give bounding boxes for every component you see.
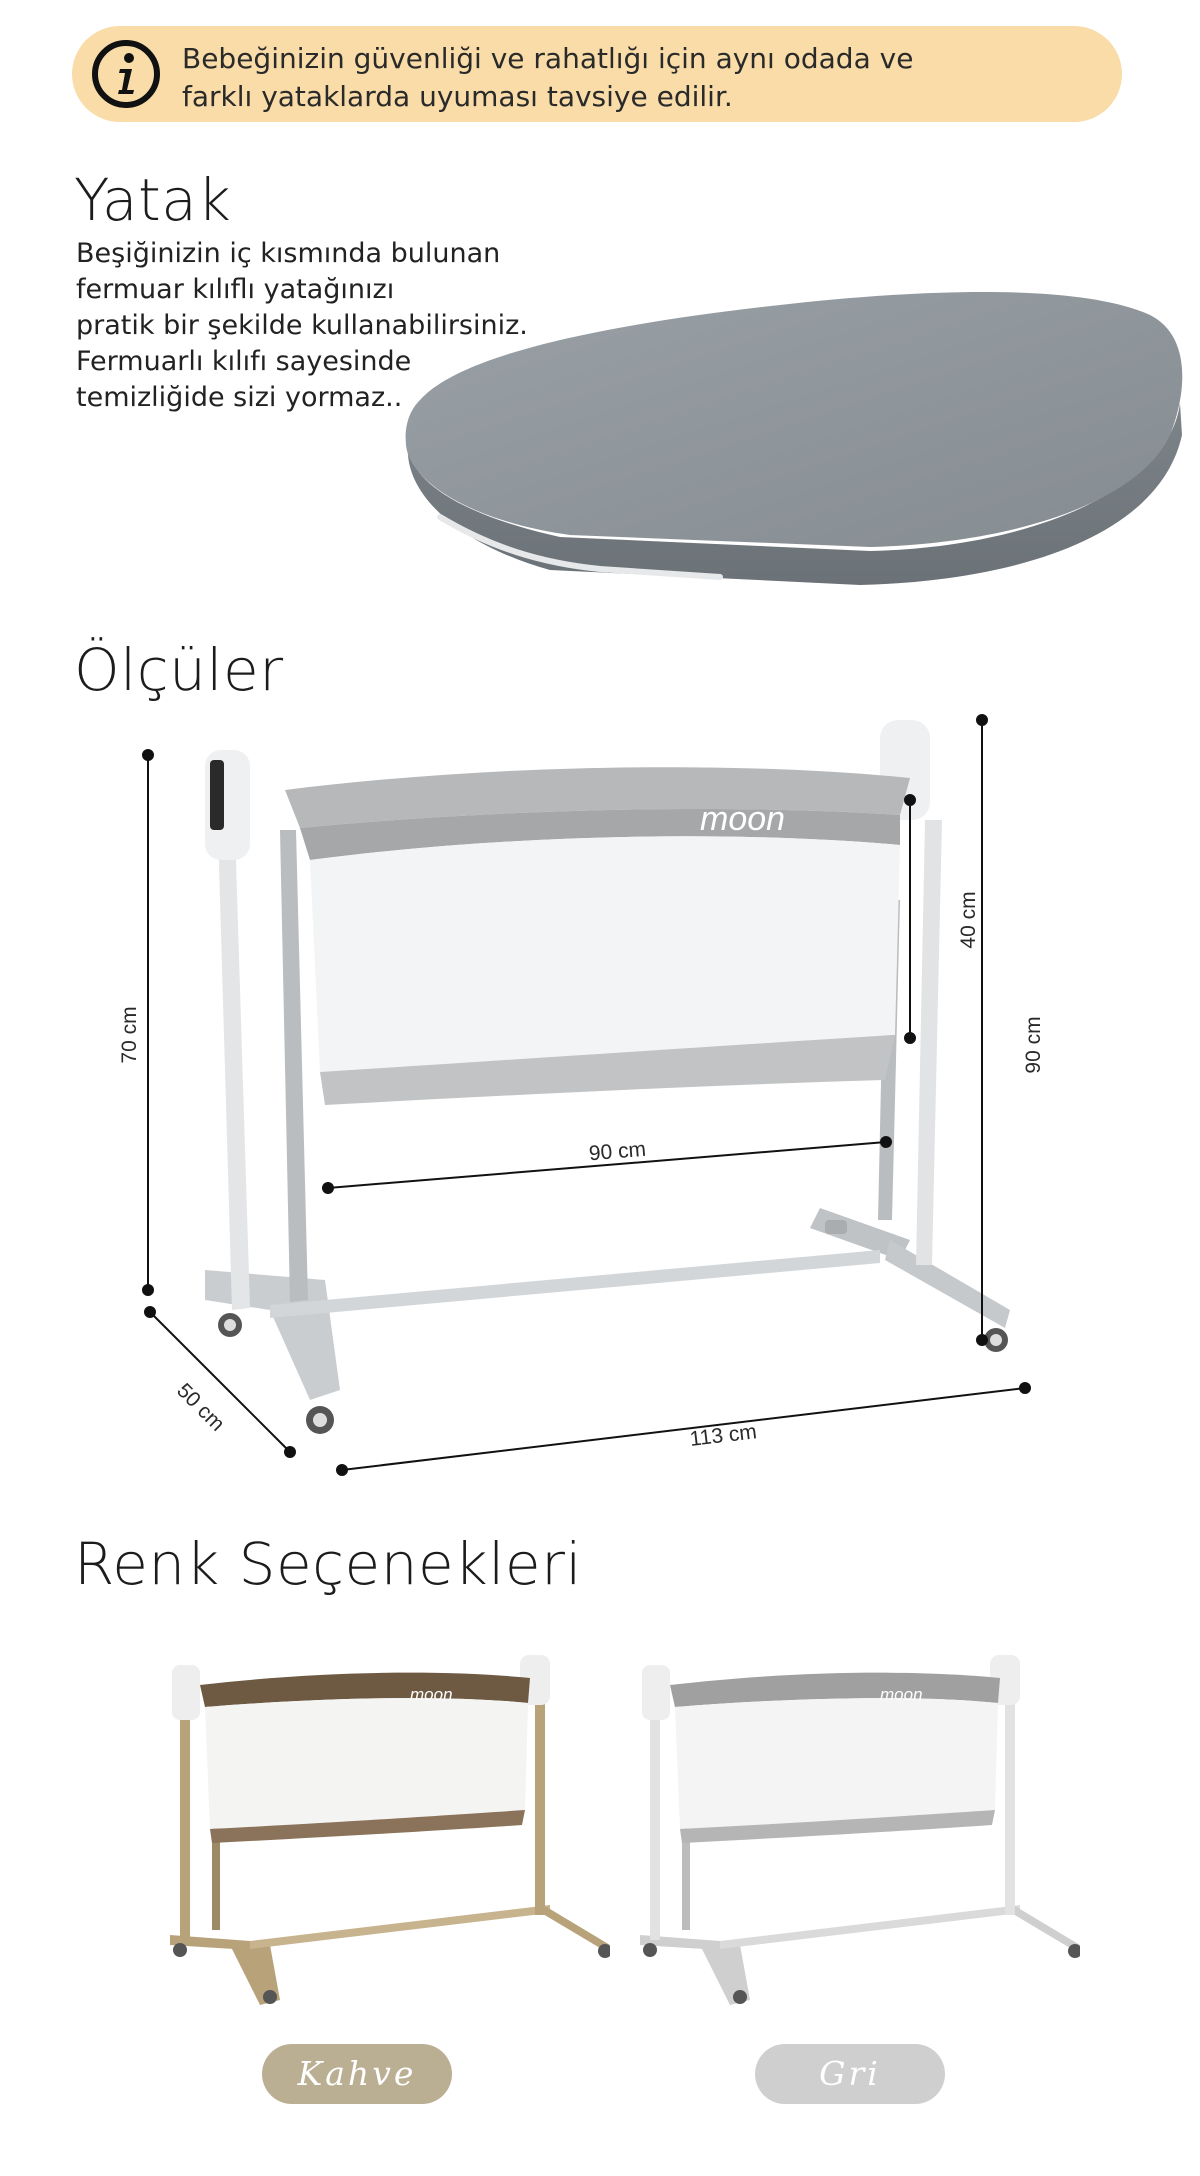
dim-length: 113 cm — [688, 1420, 758, 1451]
crib-illustration: moon — [205, 720, 1010, 1434]
yatak-description: Beşiğinizin iç kısmında bulunan fermuar … — [76, 236, 536, 416]
yatak-line-3: pratik bir şekilde kullanabilirsiniz. — [76, 310, 528, 341]
banner-line-1: Bebeğinizin güvenliği ve rahatlığı için … — [182, 42, 914, 75]
dim-basket-depth: 40 cm — [957, 891, 980, 948]
color-option-kahve[interactable]: Kahve — [262, 2044, 452, 2104]
crib-brown-image: moon — [170, 1655, 610, 2005]
yatak-line-5: temizliğide sizi yormaz.. — [76, 382, 403, 413]
dimensions-diagram: moon 70 cm 90 cm 40 cm 90 cm 50 cm 113 c… — [118, 714, 1040, 1476]
dim-width: 90 cm — [588, 1138, 647, 1166]
brand-logo-brown: moon — [410, 1685, 453, 1704]
color-option-gri[interactable]: Gri — [755, 2044, 945, 2104]
brand-logo: moon — [700, 800, 785, 838]
yatak-line-2: fermuar kılıflı yatağınızı — [76, 274, 395, 305]
crib-grey-image: moon — [640, 1655, 1080, 2005]
info-icon — [92, 40, 160, 108]
dim-height-right: 90 cm — [1022, 1016, 1040, 1073]
dim-height-left: 70 cm — [118, 1006, 141, 1063]
mattress-image — [405, 291, 1183, 585]
info-banner — [72, 26, 1122, 122]
brand-logo-grey: moon — [880, 1685, 923, 1704]
section-title-renk: Renk Seçenekleri — [74, 1530, 583, 1598]
dim-depth: 50 cm — [172, 1379, 229, 1436]
section-title-olculer: Ölçüler — [74, 636, 284, 704]
banner-text: Bebeğinizin güvenliği ve rahatlığı için … — [182, 40, 1082, 116]
banner-line-2: farklı yataklarda uyuması tavsiye edilir… — [182, 80, 733, 113]
section-title-yatak: Yatak — [74, 166, 232, 234]
yatak-line-4: Fermuarlı kılıfı sayesinde — [76, 346, 412, 377]
yatak-line-1: Beşiğinizin iç kısmında bulunan — [76, 238, 501, 269]
